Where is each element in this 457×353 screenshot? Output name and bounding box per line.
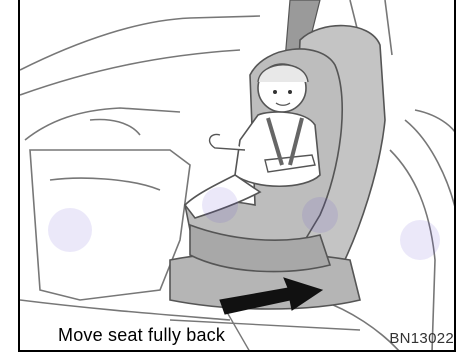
car-seat-illustration: [20, 0, 456, 352]
illustration-frame: Move seat fully back BN13022: [18, 0, 456, 352]
figure-caption: Move seat fully back: [58, 325, 225, 346]
figure-code: BN13022: [389, 330, 454, 347]
